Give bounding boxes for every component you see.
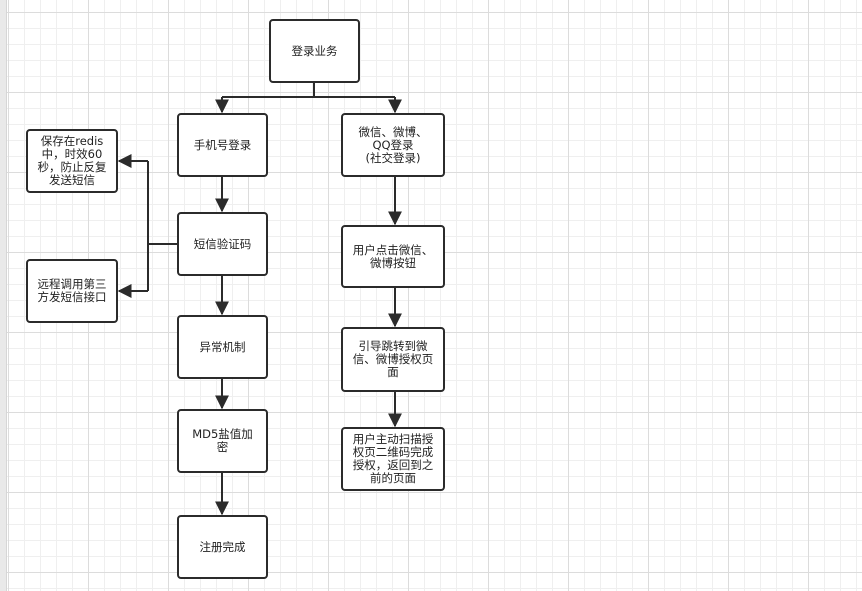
node-exception-mechanism[interactable]: 异常机制: [177, 315, 268, 379]
node-social-login[interactable]: 微信、微博、 QQ登录 (社交登录): [341, 113, 445, 177]
node-scan-qr-authorize[interactable]: 用户主动扫描授 权页二维码完成 授权，返回到之 前的页面: [341, 427, 445, 491]
node-md5-salt-encryption[interactable]: MD5盐值加 密: [177, 409, 268, 473]
node-register-complete[interactable]: 注册完成: [177, 515, 268, 579]
node-redis-storage-note[interactable]: 保存在redis 中，时效60 秒，防止反复 发送短信: [26, 129, 118, 193]
node-sms-code[interactable]: 短信验证码: [177, 212, 268, 276]
node-phone-login[interactable]: 手机号登录: [177, 113, 268, 177]
node-remote-sms-api[interactable]: 远程调用第三 方发短信接口: [26, 259, 118, 323]
node-redirect-auth-page[interactable]: 引导跳转到微 信、微博授权页 面: [341, 327, 445, 392]
node-login-business[interactable]: 登录业务: [269, 19, 360, 83]
left-gutter: [0, 0, 7, 591]
node-user-click-buttons[interactable]: 用户点击微信、 微博按钮: [341, 225, 445, 288]
